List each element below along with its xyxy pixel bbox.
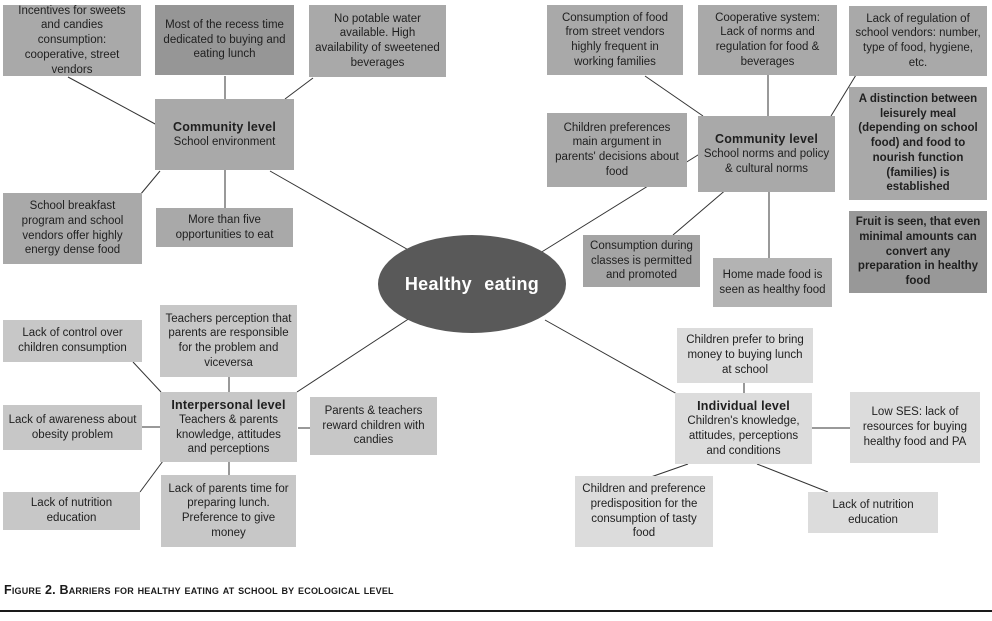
- connector-line: [139, 460, 164, 493]
- connector-line: [269, 170, 413, 253]
- connector-line: [284, 77, 314, 100]
- connector-line: [544, 319, 678, 395]
- hub-interpersonal: Interpersonal level Teachers & parents k…: [160, 392, 297, 462]
- hub-community-school-environment: Community level School environment: [155, 99, 294, 170]
- hub-title: Community level: [714, 132, 819, 147]
- node-incentives: Incentives for sweets and candies consum…: [3, 5, 141, 76]
- node-children-preferences: Children preferences main argument in pa…: [547, 113, 687, 187]
- figure-caption: Figure 2. Barriers for healthy eating at…: [4, 583, 394, 597]
- node-consumption-street-vendors: Consumption of food from street vendors …: [547, 5, 683, 75]
- node-no-potable-water: No potable water available. High availab…: [309, 5, 446, 77]
- node-teachers-perception: Teachers perception that parents are res…: [160, 305, 297, 377]
- connector-line: [756, 463, 829, 493]
- hub-title: Individual level: [697, 399, 790, 414]
- node-school-breakfast: School breakfast program and school vend…: [3, 193, 142, 264]
- hub-title: Community level: [172, 120, 277, 135]
- node-children-prefer-money: Children prefer to bring money to buying…: [677, 328, 813, 383]
- connector-line: [672, 187, 729, 236]
- connector-line: [830, 74, 857, 117]
- hub-community-norms: Community level School norms and policy …: [698, 116, 835, 192]
- connector-line: [647, 463, 689, 479]
- node-recess-time: Most of the recess time dedicated to buy…: [155, 5, 294, 75]
- hub-title: Interpersonal level: [171, 397, 286, 412]
- connector-line: [644, 75, 704, 117]
- hub-subtitle: School norms and policy & cultural norms: [703, 148, 830, 175]
- hub-individual: Individual level Children's knowledge, a…: [675, 393, 812, 464]
- node-children-tasty-food: Children and preference predisposition f…: [575, 476, 713, 547]
- node-lack-control: Lack of control over children consumptio…: [3, 320, 142, 362]
- node-lack-nutrition-education-right: Lack of nutrition education: [808, 492, 938, 533]
- connector-line: [132, 361, 162, 393]
- bottom-rule: [0, 610, 992, 612]
- node-lack-awareness: Lack of awareness about obesity problem: [3, 405, 142, 450]
- node-lack-regulation-vendors: Lack of regulation of school vendors: nu…: [849, 6, 987, 76]
- node-parents-reward: Parents & teachers reward children with …: [310, 397, 437, 455]
- node-lack-nutrition-education-left: Lack of nutrition education: [3, 492, 140, 530]
- node-more-than-five: More than five opportunities to eat: [156, 208, 293, 247]
- connector-line: [296, 315, 414, 393]
- node-lack-parents-time: Lack of parents time for preparing lunch…: [161, 475, 296, 547]
- node-fruit-seen: Fruit is seen, that even minimal amounts…: [849, 211, 987, 293]
- central-topic-ellipse: Healthy eating: [378, 235, 566, 333]
- node-home-made-food: Home made food is seen as healthy food: [713, 258, 832, 307]
- connector-line: [139, 170, 161, 196]
- node-distinction-meal: A distinction between leisurely meal (de…: [849, 87, 987, 200]
- hub-subtitle: School environment: [173, 136, 276, 149]
- node-cooperative-system: Cooperative system: Lack of norms and re…: [698, 5, 837, 75]
- node-consumption-during-classes: Consumption during classes is permitted …: [583, 235, 700, 287]
- node-low-ses: Low SES: lack of resources for buying he…: [850, 392, 980, 463]
- connector-line: [67, 76, 158, 126]
- hub-subtitle: Teachers & parents knowledge, attitudes …: [176, 413, 281, 456]
- hub-subtitle: Children's knowledge, attitudes, percept…: [687, 415, 800, 457]
